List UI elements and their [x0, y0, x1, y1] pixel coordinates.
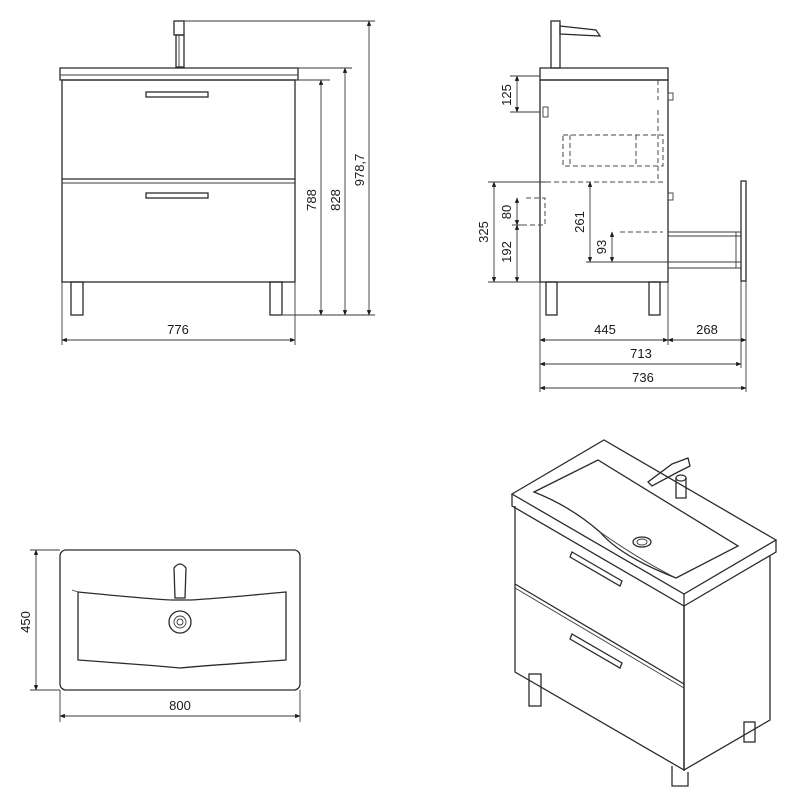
cabinet-side: [539, 79, 669, 283]
iso-faucet: [647, 457, 691, 499]
leg-right: [269, 281, 283, 316]
drawer-pulled-side: [668, 180, 747, 282]
dim-713: 713: [630, 346, 652, 361]
faucet-side: [550, 20, 602, 69]
dim-325: 325: [476, 221, 491, 243]
dim-450: 450: [18, 611, 33, 633]
drawer-handle-bottom: [145, 192, 209, 199]
leg-left: [70, 281, 84, 316]
sink-top-front: [59, 67, 299, 81]
dim-788: 788: [304, 189, 319, 211]
dim-978: 978,7: [352, 154, 367, 187]
faucet-front: [173, 20, 185, 68]
dim-776: 776: [167, 322, 189, 337]
dim-93: 93: [594, 240, 609, 254]
iso-handle-bottom: [569, 633, 623, 669]
cabinet-front: [61, 79, 296, 283]
dim-125: 125: [499, 84, 514, 106]
basin-top: [77, 591, 287, 669]
dim-192: 192: [499, 241, 514, 263]
drawer-handle-top: [145, 91, 209, 98]
sink-outline-top: [59, 549, 301, 691]
isometric-view: [510, 439, 778, 787]
side-view: 125 325 80 192 261 93 445 268 713 736: [476, 20, 747, 392]
dim-736: 736: [632, 370, 654, 385]
dim-800: 800: [169, 698, 191, 713]
iso-countertop: [510, 439, 778, 595]
dim-268: 268: [696, 322, 718, 337]
dim-261: 261: [572, 211, 587, 233]
iso-basin: [532, 459, 740, 579]
faucet-top: [168, 563, 192, 634]
dim-828: 828: [328, 189, 343, 211]
dim-80: 80: [499, 205, 514, 219]
iso-handle-top: [569, 551, 623, 587]
front-view: 788 828 978,7 776: [59, 20, 375, 345]
dim-445: 445: [594, 322, 616, 337]
top-view: 450 800: [18, 549, 301, 722]
